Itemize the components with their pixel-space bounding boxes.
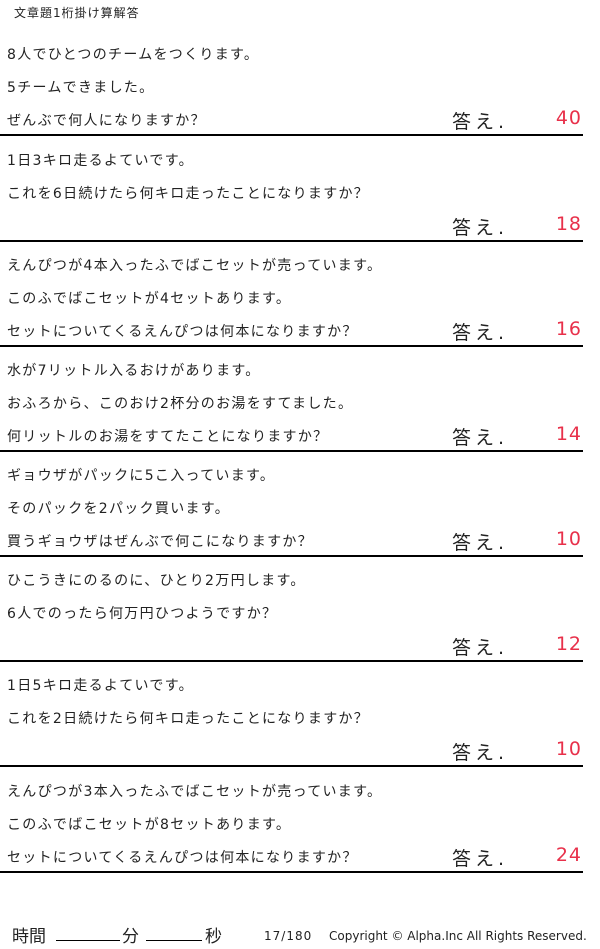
problem-text-line: ひこうきにのるのに、ひとり2万円します。 xyxy=(7,573,306,589)
problem-text-line: セットについてくるえんぴつは何本になりますか？ xyxy=(7,324,358,340)
answer-value: 18 xyxy=(555,213,582,235)
answer-value: 10 xyxy=(555,738,582,760)
answer-value: 12 xyxy=(555,633,582,655)
minute-label: 分 xyxy=(122,927,139,947)
answer-rule xyxy=(0,871,583,873)
problem-text-line: これを2日続けたら何キロ走ったことになりますか？ xyxy=(7,711,370,727)
answer-rule xyxy=(0,660,583,662)
problem-text-line: おふろから、このおけ2杯分のお湯をすてました。 xyxy=(7,396,354,412)
problem-1: 8人でひとつのチームをつくります。 5チームできました。 ぜんぶで何人になります… xyxy=(0,40,600,145)
answer-value: 40 xyxy=(555,107,582,129)
problem-text-line: 水が7リットル入るおけがあります。 xyxy=(7,363,261,379)
answer-rule xyxy=(0,345,583,347)
problem-text-line: これを6日続けたら何キロ走ったことになりますか？ xyxy=(7,186,370,202)
problem-text-line: 1日3キロ走るよていです。 xyxy=(7,153,194,169)
copyright-text: Copyright © Alpha.Inc All Rights Reserve… xyxy=(329,929,587,943)
problem-5: ギョウザがパックに5こ入っています。 そのパックを2パック買います。 買うギョウ… xyxy=(0,461,600,566)
answer-label: 答え. xyxy=(452,217,509,239)
problem-text-line: このふでばこセットが8セットあります。 xyxy=(7,817,292,833)
answer-rule xyxy=(0,134,583,136)
answer-rule xyxy=(0,240,583,242)
answer-label: 答え. xyxy=(452,532,509,554)
second-label: 秒 xyxy=(205,927,222,947)
answer-label: 答え. xyxy=(452,742,509,764)
answer-value: 14 xyxy=(555,423,582,445)
problem-text-line: そのパックを2パック買います。 xyxy=(7,501,231,517)
worksheet-title: 文章題1桁掛け算解答 xyxy=(14,6,140,20)
problem-text-line: 8人でひとつのチームをつくります。 xyxy=(7,47,260,63)
answer-label: 答え. xyxy=(452,427,509,449)
answer-rule xyxy=(0,765,583,767)
problem-8: えんぴつが3本入ったふでばこセットが売っています。 このふでばこセットが8セット… xyxy=(0,777,600,882)
problem-text-line: ぜんぶで何人になりますか？ xyxy=(7,113,206,129)
problem-3: えんぴつが4本入ったふでばこセットが売っています。 このふでばこセットが4セット… xyxy=(0,251,600,356)
seconds-blank xyxy=(146,940,202,941)
problem-6: ひこうきにのるのに、ひとり2万円します。 6人でのったら何万円ひつようですか？ … xyxy=(0,566,600,671)
problem-text-line: セットについてくるえんぴつは何本になりますか？ xyxy=(7,850,358,866)
answer-rule xyxy=(0,555,583,557)
problem-text-line: ギョウザがパックに5こ入っています。 xyxy=(7,468,276,484)
problem-text-line: 6人でのったら何万円ひつようですか？ xyxy=(7,606,278,622)
problem-text-line: 1日5キロ走るよていです。 xyxy=(7,678,194,694)
problem-4: 水が7リットル入るおけがあります。 おふろから、このおけ2杯分のお湯をすてました… xyxy=(0,356,600,461)
problem-text-line: えんぴつが3本入ったふでばこセットが売っています。 xyxy=(7,784,383,800)
page-number: 17/180 xyxy=(264,929,313,943)
problem-text-line: 買うギョウザはぜんぶで何こになりますか？ xyxy=(7,534,313,550)
problem-7: 1日5キロ走るよていです。 これを2日続けたら何キロ走ったことになりますか？ 答… xyxy=(0,671,600,776)
answer-label: 答え. xyxy=(452,322,509,344)
time-label: 時間 xyxy=(12,927,46,947)
problem-2: 1日3キロ走るよていです。 これを6日続けたら何キロ走ったことになりますか？ 答… xyxy=(0,146,600,251)
answer-rule xyxy=(0,450,583,452)
problem-text-line: 5チームできました。 xyxy=(7,80,155,96)
problem-text-line: 何リットルのお湯をすてたことになりますか？ xyxy=(7,429,329,445)
answer-label: 答え. xyxy=(452,637,509,659)
answer-value: 10 xyxy=(555,528,582,550)
problem-text-line: このふでばこセットが4セットあります。 xyxy=(7,291,292,307)
minutes-blank xyxy=(56,940,120,941)
answer-value: 24 xyxy=(555,844,582,866)
problem-text-line: えんぴつが4本入ったふでばこセットが売っています。 xyxy=(7,258,383,274)
answer-label: 答え. xyxy=(452,848,509,870)
answer-value: 16 xyxy=(555,318,582,340)
answer-label: 答え. xyxy=(452,111,509,133)
